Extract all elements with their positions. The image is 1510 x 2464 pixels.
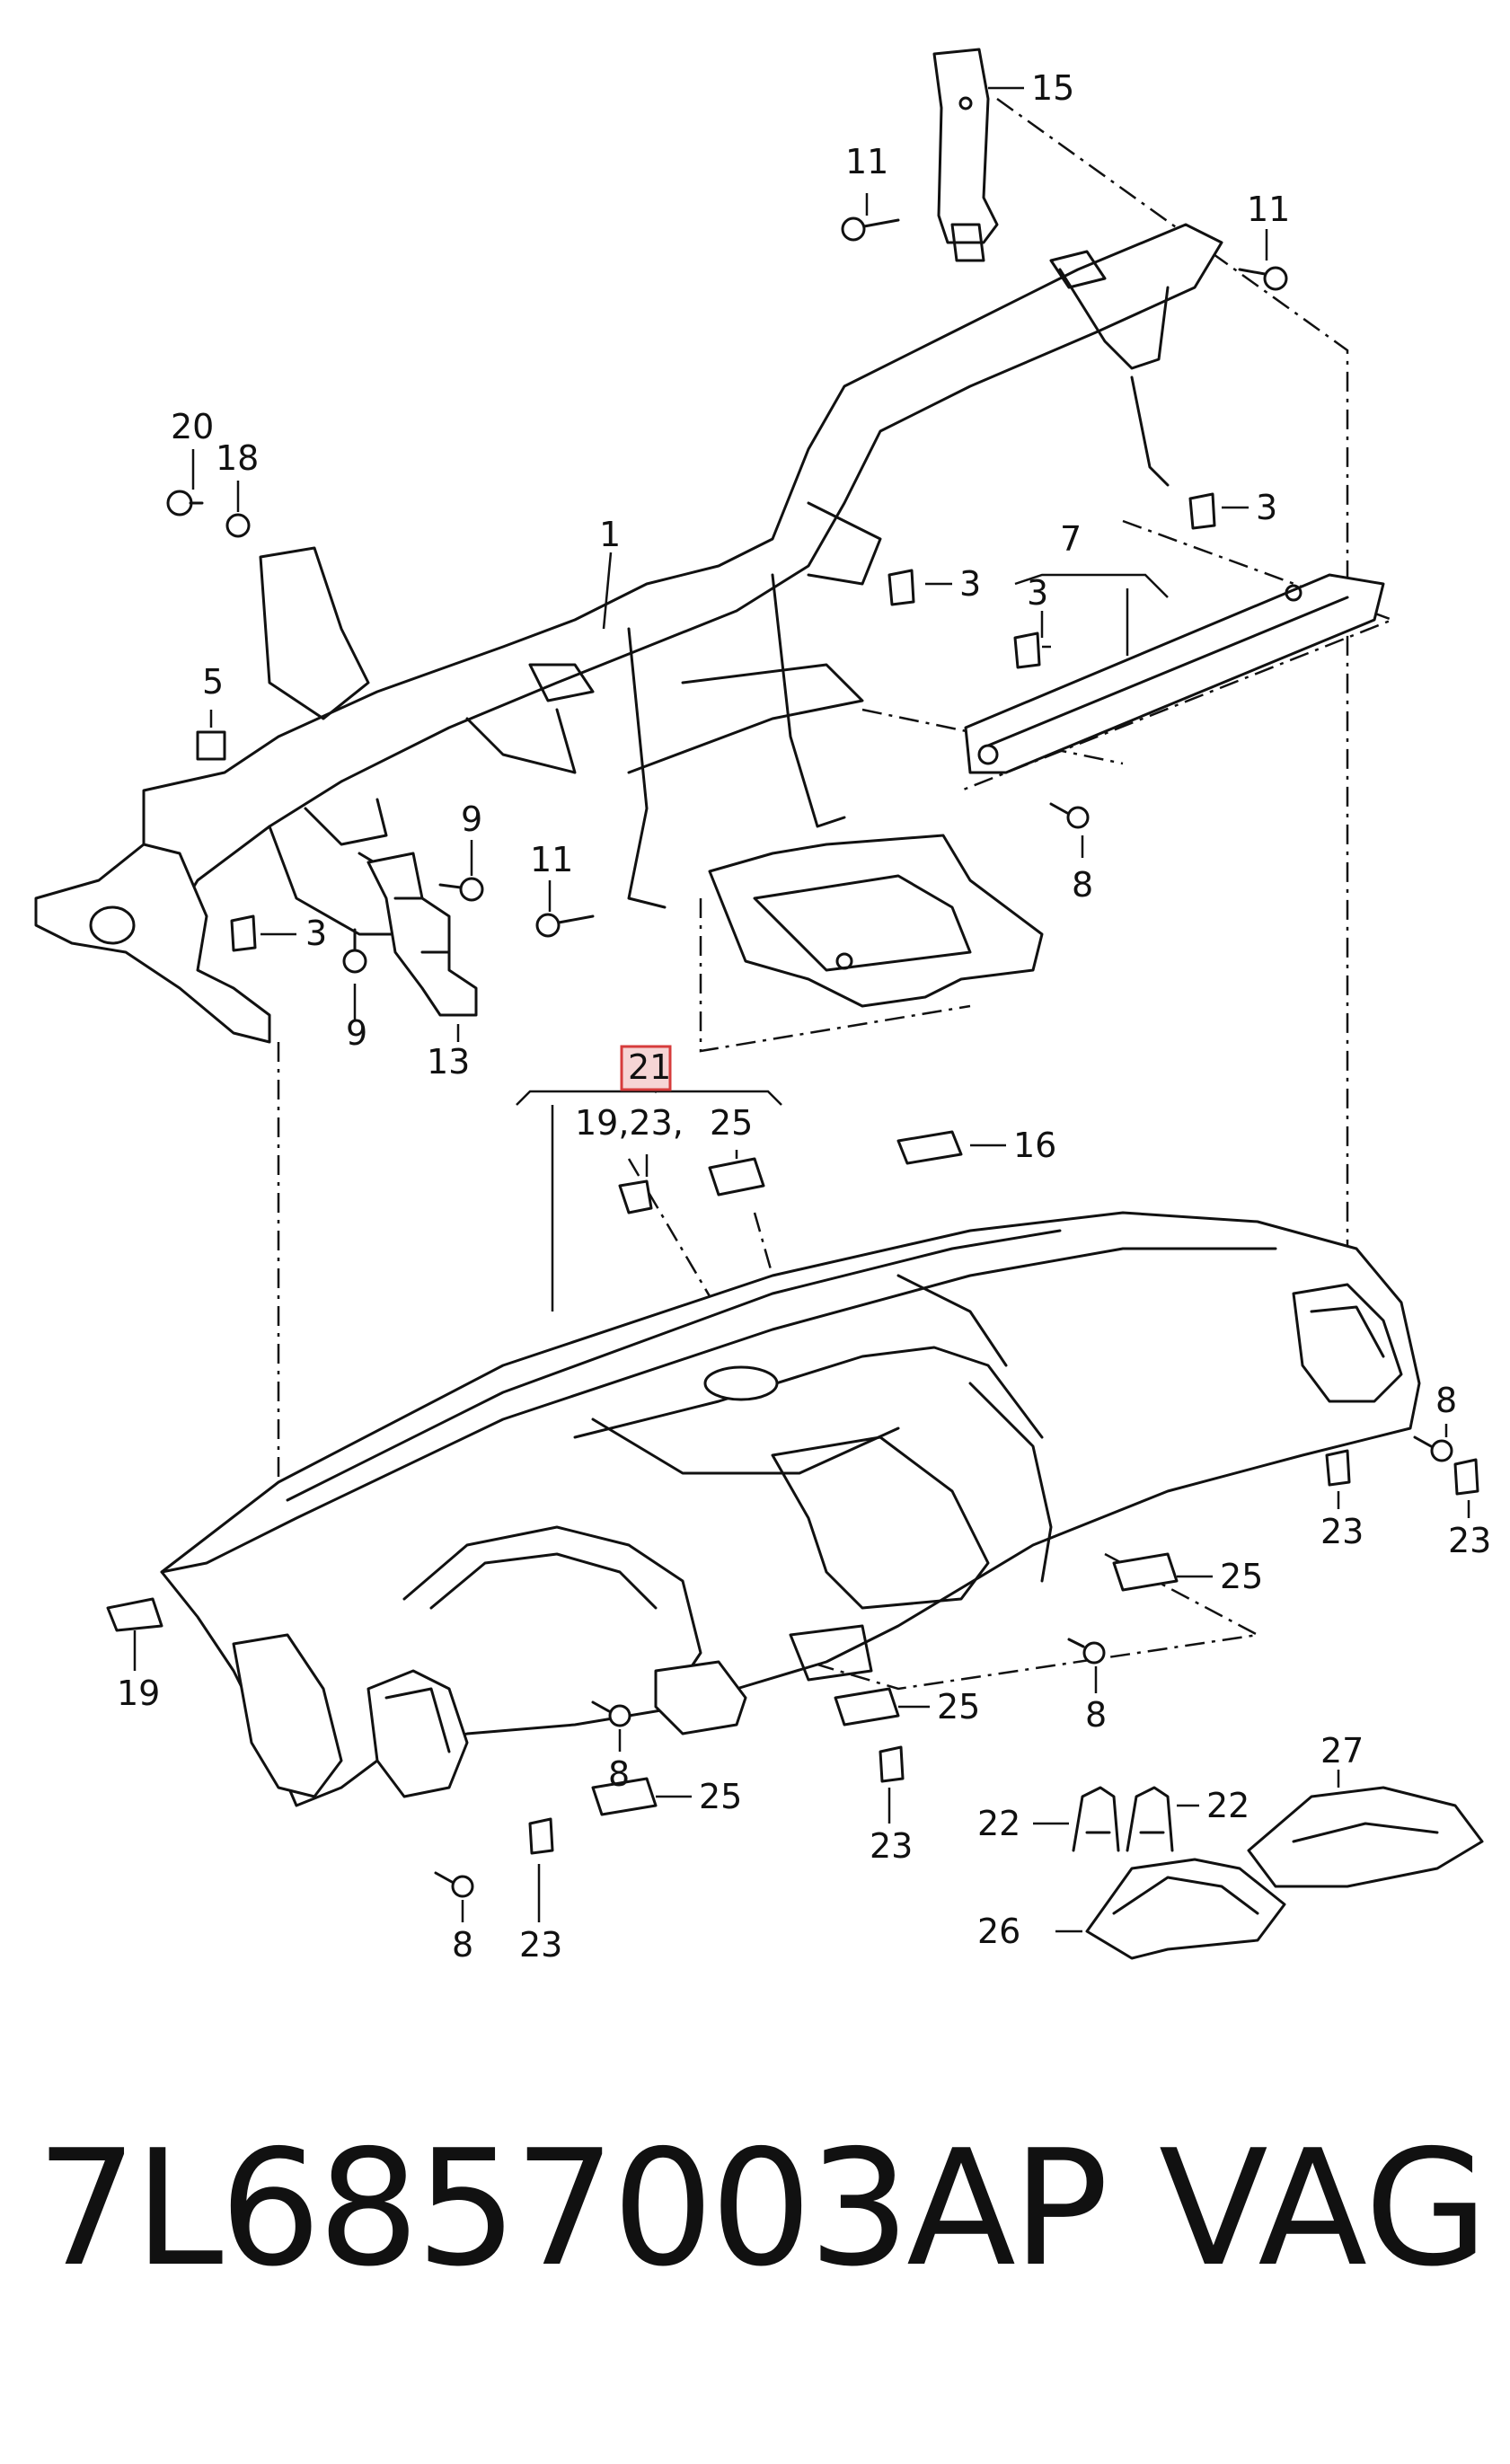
callout-26: 26 — [977, 1912, 1020, 1951]
brand-label: VAG — [1159, 2115, 1488, 2301]
lower-rail-7 — [964, 573, 1385, 774]
callout-20: 20 — [171, 407, 214, 446]
callout-21: 21 — [628, 1047, 671, 1087]
cross-car-beam — [34, 223, 1223, 1044]
callout-3: 3 — [959, 564, 981, 604]
callout-1: 1 — [599, 515, 621, 554]
callout-18: 18 — [216, 438, 259, 478]
callout-5: 5 — [202, 662, 224, 702]
upper-bracket-15 — [932, 48, 999, 262]
callout-25: 25 — [937, 1687, 980, 1727]
callout-8: 8 — [1072, 865, 1093, 905]
exploded-parts-diagram: 15 11 11 20 18 1 3 3 7 3 5 8 9 11 3 9 13… — [34, 48, 1491, 1965]
callout-19-23: 19,23, — [575, 1103, 684, 1143]
lower-trim-parts — [1072, 1786, 1484, 1960]
callout-19: 19 — [117, 1674, 160, 1713]
dashboard-panel — [160, 1211, 1421, 1807]
callout-15: 15 — [1031, 68, 1074, 108]
callout-16: 16 — [1013, 1126, 1056, 1165]
callout-8: 8 — [452, 1925, 473, 1965]
callout-8: 8 — [608, 1754, 630, 1794]
callout-11: 11 — [845, 142, 888, 181]
callout-23: 23 — [1448, 1521, 1491, 1560]
callout-3: 3 — [1027, 573, 1048, 613]
callout-3: 3 — [305, 914, 327, 953]
callout-23: 23 — [1320, 1512, 1364, 1551]
callout-labels: 15 11 11 20 18 1 3 3 7 3 5 8 9 11 3 9 13… — [117, 68, 1491, 1965]
highlight-box-21 — [620, 1045, 672, 1091]
module-13 — [366, 852, 478, 1017]
callout-23: 23 — [870, 1826, 913, 1866]
callout-3: 3 — [1256, 488, 1277, 527]
callout-9: 9 — [461, 799, 482, 839]
callout-25: 25 — [1220, 1557, 1263, 1596]
callout-11: 11 — [530, 840, 573, 879]
callout-25: 25 — [710, 1103, 753, 1143]
callout-25: 25 — [699, 1777, 742, 1816]
leader-lines — [133, 86, 1470, 1933]
callout-8: 8 — [1085, 1695, 1107, 1735]
callout-27: 27 — [1320, 1731, 1364, 1771]
callout-9: 9 — [346, 1013, 367, 1053]
center-trim-pad — [708, 834, 1044, 1008]
callout-22: 22 — [1206, 1786, 1250, 1825]
callout-8: 8 — [1435, 1381, 1457, 1420]
callout-13: 13 — [427, 1042, 470, 1082]
callout-23: 23 — [519, 1925, 562, 1965]
callout-11: 11 — [1247, 190, 1290, 229]
callout-22: 22 — [977, 1804, 1020, 1843]
part-number: 7L6857003AP — [36, 2115, 1108, 2301]
fasteners — [106, 216, 1479, 1898]
callout-7: 7 — [1060, 519, 1082, 559]
